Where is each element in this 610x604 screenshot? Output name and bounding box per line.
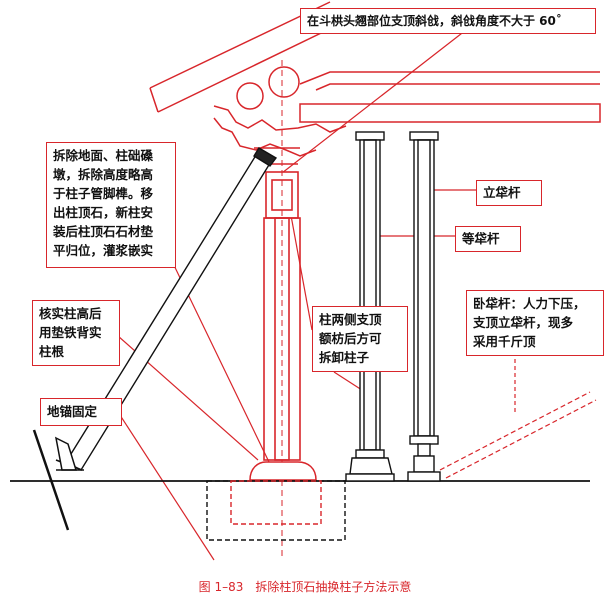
center-note: 柱两侧支顶 额枋后方可 拆卸柱子 bbox=[312, 306, 408, 372]
foundation-outline bbox=[206, 480, 346, 541]
purlin-round-left bbox=[236, 82, 264, 110]
core-note: 核实柱高后 用垫铁背实 柱根 bbox=[32, 300, 120, 366]
core-note-line-1: 核实柱高后 bbox=[39, 306, 102, 321]
left-note: 拆除地面、柱础磉 墩，拆除高度略高 于柱子管脚榫。移 出柱顶石，新柱安 装后柱顶… bbox=[46, 142, 176, 268]
leader-anchor-note bbox=[117, 411, 215, 561]
anchor-note-text: 地锚固定 bbox=[47, 404, 98, 419]
top-note-text: 在斗栱头翘部位支顶斜戗，斜戗角度不大于 60˚ bbox=[307, 14, 562, 28]
bracket-set bbox=[213, 66, 601, 157]
vertical-post-note-text: 立牮杆 bbox=[483, 185, 521, 200]
vertical-post bbox=[407, 131, 441, 482]
jack-note: 卧牮杆：人力下压， 支顶立牮杆，现多 采用千斤顶 bbox=[466, 290, 604, 356]
center-note-line-3: 拆卸柱子 bbox=[319, 350, 370, 365]
jack-note-line-3: 采用千斤顶 bbox=[473, 334, 536, 349]
ground-anchor bbox=[32, 429, 84, 531]
figure-caption: 图 1–83 拆除柱顶石抽换柱子方法示意 bbox=[198, 580, 412, 594]
leader-center-note-a bbox=[289, 209, 313, 331]
equal-post bbox=[345, 131, 395, 482]
anchor-note: 地锚固定 bbox=[40, 398, 122, 426]
top-note: 在斗栱头翘部位支顶斜戗，斜戗角度不大于 60˚ bbox=[300, 8, 596, 34]
leader-top-note bbox=[272, 29, 467, 181]
left-note-line-6: 平归位，灌浆嵌实 bbox=[53, 243, 154, 258]
left-note-line-5: 装后柱顶石石材垫 bbox=[53, 224, 154, 239]
vertical-post-note: 立牮杆 bbox=[476, 180, 542, 206]
left-note-line-4: 出柱顶石，新柱安 bbox=[53, 205, 154, 220]
horizontal-lever bbox=[439, 391, 597, 479]
center-note-line-1: 柱两侧支顶 bbox=[319, 312, 382, 327]
equal-post-note: 等牮杆 bbox=[455, 226, 521, 252]
jack-note-line-2: 支顶立牮杆，现多 bbox=[473, 315, 574, 330]
left-note-line-1: 拆除地面、柱础磉 bbox=[53, 148, 154, 163]
center-note-line-2: 额枋后方可 bbox=[319, 331, 382, 346]
left-note-line-2: 墩，拆除高度略高 bbox=[53, 167, 154, 182]
left-note-line-3: 于柱子管脚榫。移 bbox=[53, 186, 154, 201]
equal-post-note-text: 等牮杆 bbox=[462, 231, 500, 246]
column-base-stone bbox=[249, 461, 317, 481]
core-note-line-2: 用垫铁背实 bbox=[39, 325, 102, 340]
purlin-round-right bbox=[268, 66, 300, 98]
core-note-line-3: 柱根 bbox=[39, 344, 65, 359]
base-pit-outline bbox=[230, 480, 322, 525]
jack-note-line-1: 卧牮杆：人力下压， bbox=[473, 296, 586, 311]
